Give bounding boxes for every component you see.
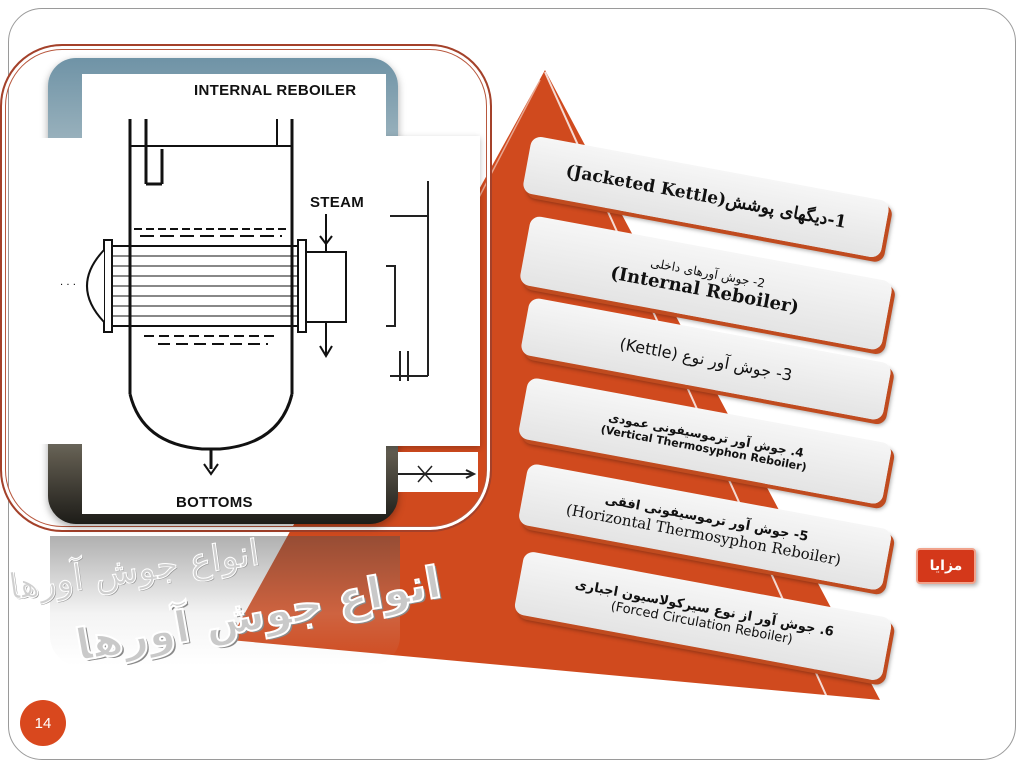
- photo-reflection: [50, 536, 400, 666]
- bottoms-label: BOTTOMS: [176, 494, 253, 511]
- photo-frame: [0, 44, 492, 532]
- advantages-button[interactable]: مزایا: [916, 548, 976, 584]
- diagram-right-panel: [380, 136, 480, 446]
- diagram-bottom-strip: [398, 452, 478, 492]
- diagram-title-label: INTERNAL REBOILER: [194, 82, 357, 99]
- piping-diagram: [384, 181, 429, 381]
- valve-drawing: [398, 465, 477, 483]
- type-3-label: 3- جوش آور نوع (Kettle): [618, 333, 794, 385]
- reboiler-drawing: [86, 119, 347, 476]
- page-number-badge: 14: [20, 700, 66, 746]
- reboiler-diagram: INTERNAL REBOILER STEAM BOTTOMS: [82, 74, 386, 514]
- steam-label: STEAM: [310, 194, 364, 211]
